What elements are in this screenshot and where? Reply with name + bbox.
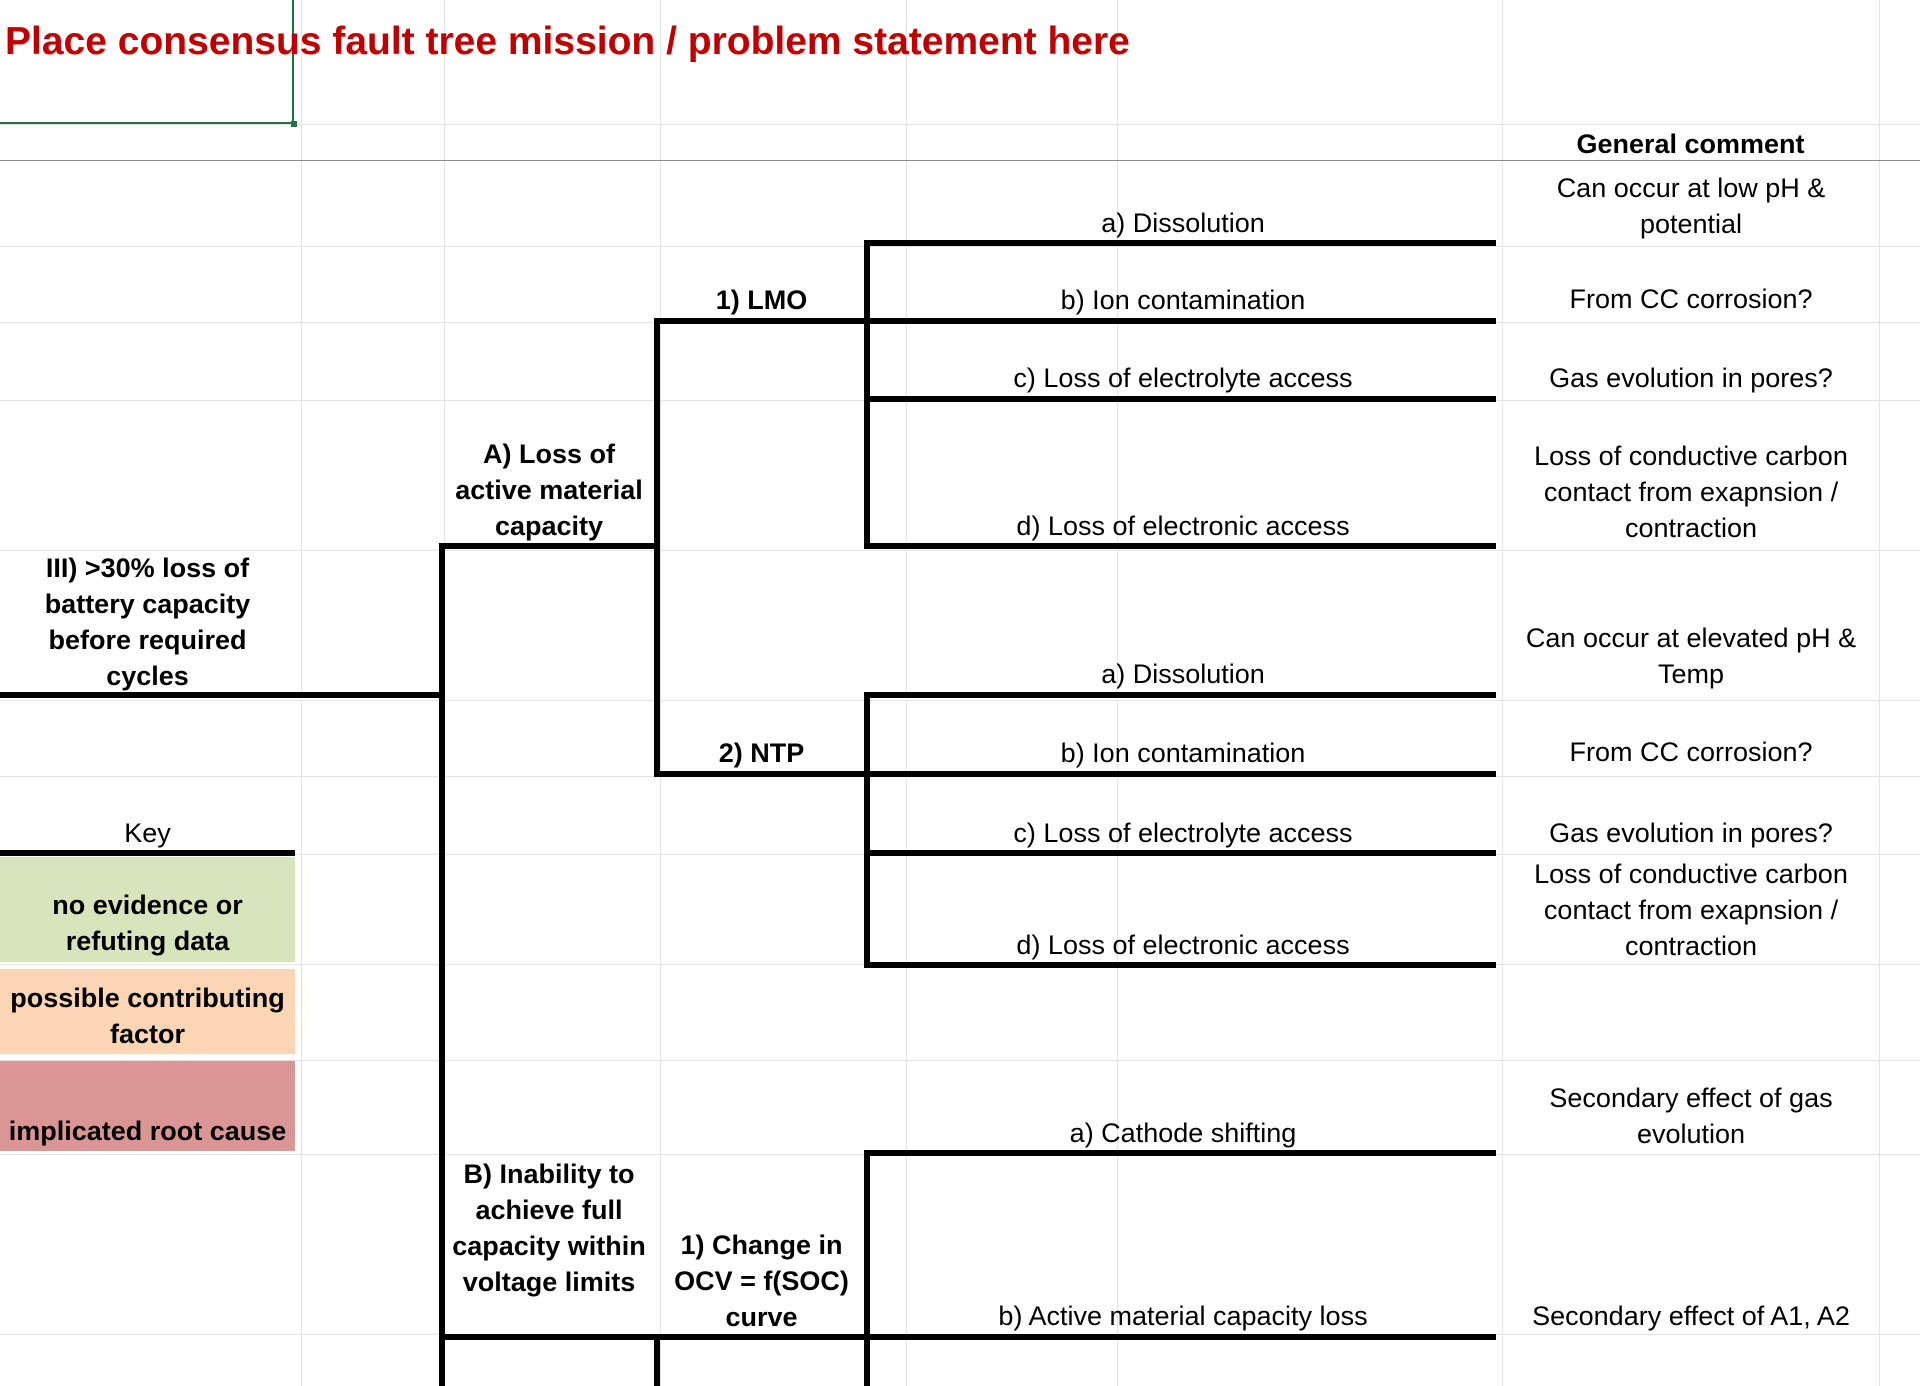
- ocv-cause-cathode-shifting[interactable]: a) Cathode shifting: [1069, 1118, 1297, 1148]
- freeze-pane-divider: [0, 160, 1920, 161]
- problem-statement-title[interactable]: Place consensus fault tree mission / pro…: [5, 20, 1130, 63]
- comment-ntp-dissolution[interactable]: Can occur at elevated pH & Temp: [1525, 623, 1857, 689]
- comment-ntp-electronic-access[interactable]: Loss of conductive carbon contact from e…: [1534, 859, 1848, 961]
- key-no-evidence-label: no evidence or refuting data: [52, 890, 243, 956]
- node-ntp[interactable]: 2) NTP: [718, 738, 805, 768]
- comment-lmo-dissolution[interactable]: Can occur at low pH & potential: [1556, 173, 1826, 239]
- comment-lmo-electrolyte-access[interactable]: Gas evolution in pores?: [1549, 363, 1833, 393]
- comment-ocv-active-material-loss[interactable]: Secondary effect of A1, A2: [1532, 1301, 1850, 1331]
- lmo-cause-ion-contamination[interactable]: b) Ion contamination: [1060, 285, 1306, 315]
- node-ocv-change[interactable]: 1) Change in OCV = f(SOC) curve: [674, 1230, 849, 1332]
- comment-ocv-cathode-shifting[interactable]: Secondary effect of gas evolution: [1549, 1083, 1833, 1149]
- ntp-cause-dissolution[interactable]: a) Dissolution: [1101, 659, 1265, 689]
- lmo-cause-electronic-access[interactable]: d) Loss of electronic access: [1016, 511, 1350, 541]
- ntp-cause-ion-contamination[interactable]: b) Ion contamination: [1060, 738, 1306, 768]
- comment-lmo-electronic-access[interactable]: Loss of conductive carbon contact from e…: [1534, 441, 1848, 543]
- key-label[interactable]: Key: [124, 818, 171, 848]
- branch-b-inability-full-capacity[interactable]: B) Inability to achieve full capacity wi…: [452, 1159, 646, 1297]
- lmo-cause-dissolution[interactable]: a) Dissolution: [1101, 208, 1265, 238]
- key-possible-factor[interactable]: possible contributing factor: [0, 969, 295, 1054]
- fill-handle[interactable]: [291, 121, 297, 127]
- comment-lmo-ion-contamination[interactable]: From CC corrosion?: [1569, 284, 1813, 314]
- branch-a-loss-of-active-material[interactable]: A) Loss of active material capacity: [455, 439, 643, 541]
- lmo-cause-electrolyte-access[interactable]: c) Loss of electrolyte access: [1013, 363, 1353, 393]
- ocv-cause-active-material-loss[interactable]: b) Active material capacity loss: [998, 1301, 1368, 1331]
- ntp-cause-electrolyte-access[interactable]: c) Loss of electrolyte access: [1013, 818, 1353, 848]
- ntp-cause-electronic-access[interactable]: d) Loss of electronic access: [1016, 930, 1350, 960]
- key-root-cause[interactable]: implicated root cause: [0, 1061, 295, 1151]
- top-event[interactable]: III) >30% loss of battery capacity befor…: [44, 553, 251, 691]
- comment-ntp-ion-contamination[interactable]: From CC corrosion?: [1569, 737, 1813, 767]
- general-comment-header[interactable]: General comment: [1576, 129, 1805, 159]
- comment-ntp-electrolyte-access[interactable]: Gas evolution in pores?: [1549, 818, 1833, 848]
- key-no-evidence[interactable]: no evidence or refuting data: [0, 857, 295, 962]
- key-possible-factor-label: possible contributing factor: [10, 983, 285, 1049]
- node-lmo[interactable]: 1) LMO: [715, 285, 808, 315]
- key-root-cause-label: implicated root cause: [8, 1116, 287, 1146]
- selected-cell[interactable]: [0, 0, 294, 124]
